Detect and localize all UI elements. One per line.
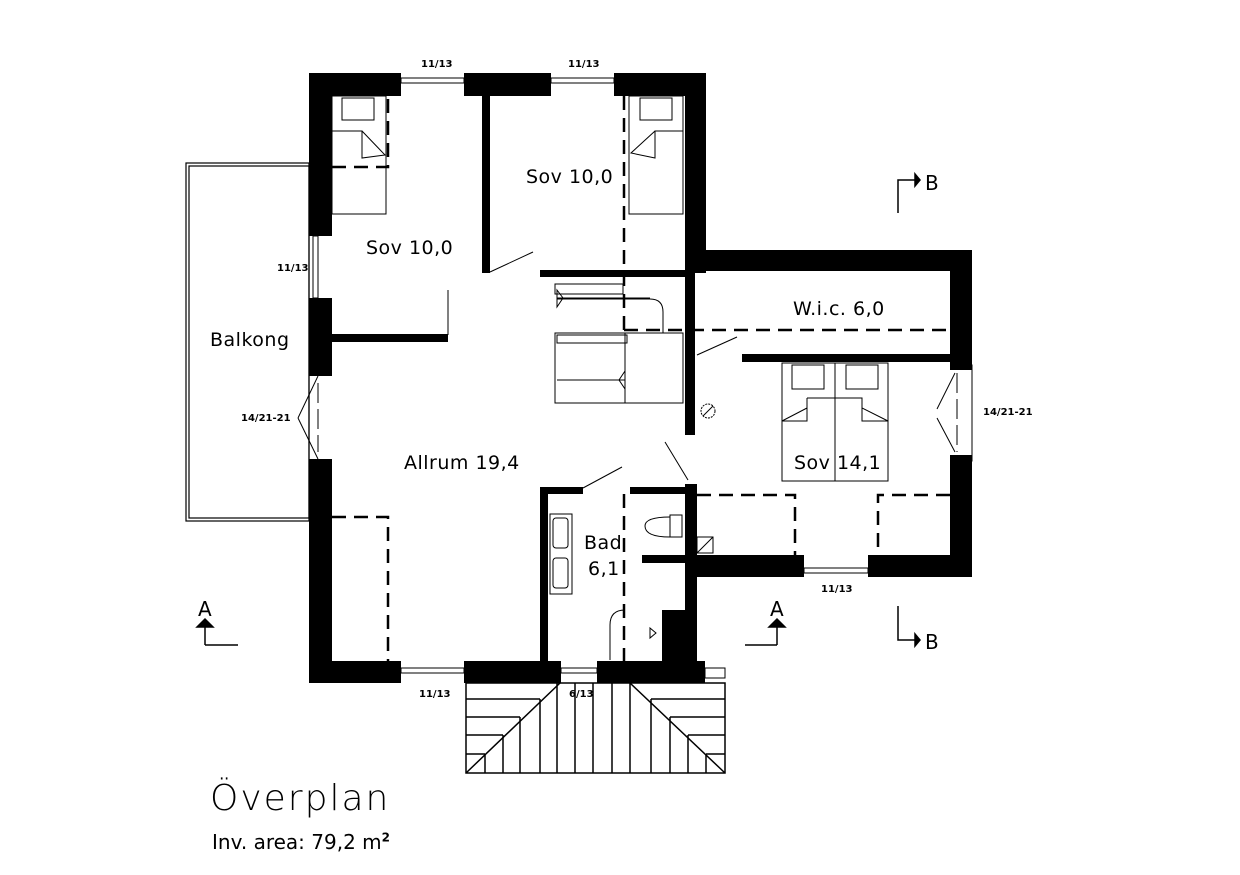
doors	[297, 251, 973, 489]
section-a-right: A	[770, 597, 784, 621]
window-label-top-left: 11/13	[421, 59, 453, 70]
furniture	[331, 95, 889, 660]
window-label-left-side: 11/13	[277, 263, 309, 274]
section-b-bottom: B	[925, 630, 939, 654]
walls	[309, 73, 972, 683]
door-label-right: 14/21-21	[983, 407, 1033, 418]
room-label-allrum: Allrum 19,4	[404, 452, 520, 474]
closet-lines	[332, 96, 950, 661]
room-label-sov-master: Sov 14,1	[794, 452, 881, 474]
plan-area-unit: 2	[381, 830, 390, 845]
entrance-stairs	[465, 682, 726, 774]
room-label-wic: W.i.c. 6,0	[793, 298, 885, 320]
window-label-bottom-bath: 6/13	[569, 689, 594, 700]
room-label-bad: Bad	[584, 532, 622, 554]
window-label-bottom-right: 11/13	[821, 584, 853, 595]
section-a-left: A	[198, 597, 212, 621]
section-b-top: B	[925, 171, 939, 195]
plan-area-label: Inv. area: 79,2 m	[212, 830, 382, 854]
room-label-sov-left: Sov 10,0	[366, 237, 453, 259]
door-label-balcony: 14/21-21	[241, 413, 291, 424]
window-frames	[312, 77, 869, 679]
plan-area: Inv. area: 79,2 m2	[212, 830, 390, 854]
room-label-balkong: Balkong	[210, 329, 290, 351]
window-label-top-right: 11/13	[568, 59, 600, 70]
plan-title: Överplan	[210, 778, 391, 819]
window-label-bottom-left: 11/13	[419, 689, 451, 700]
section-markers	[195, 171, 921, 649]
room-label-bad-area: 6,1	[588, 558, 620, 580]
room-label-sov-top: Sov 10,0	[526, 166, 613, 188]
